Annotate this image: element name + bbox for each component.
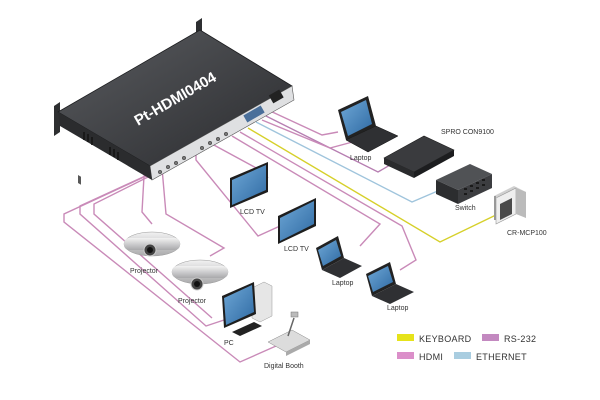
device-spro-con9100: SPRO CON9100 (383, 129, 494, 178)
device-digital-booth: Digital Booth (264, 311, 311, 370)
device-lcd-tv-2-label: LCD TV (284, 246, 309, 253)
device-digital-booth-label: Digital Booth (264, 363, 304, 370)
device-projector-2-label: Projector (178, 298, 207, 305)
main-device-pt-hdmi0404: Pt-HDMI0404 (54, 18, 295, 185)
device-laptop-2: Laptop (316, 236, 362, 287)
legend-item-keyboard: KEYBOARD (397, 334, 472, 344)
cable-hdmi-digital-booth (63, 163, 277, 363)
device-projector-1-label: Projector (130, 268, 159, 275)
legend-label-keyboard: KEYBOARD (419, 334, 472, 344)
device-laptop-1: Laptop (338, 96, 399, 162)
cable-keyboard-cr-mcp100 (247, 127, 499, 243)
device-laptop-3-label: Laptop (387, 305, 409, 312)
legend-swatch-ethernet (454, 352, 471, 359)
device-spro-con9100-label: SPRO CON9100 (441, 129, 494, 136)
legend-swatch-keyboard (397, 334, 414, 341)
legend-label-ethernet: ETHERNET (476, 352, 527, 362)
legend-label-hdmi: HDMI (419, 352, 443, 362)
legend-label-rs232: RS-232 (504, 334, 536, 344)
legend-item-ethernet: ETHERNET (454, 352, 527, 362)
device-projector-2: Projector (171, 259, 229, 305)
legend-item-rs232: RS-232 (482, 334, 536, 344)
cable-hdmi-laptop-3 (239, 131, 417, 271)
device-pc: PC (222, 281, 273, 347)
device-cr-mcp100-label: CR-MCP100 (507, 230, 547, 237)
device-lcd-tv-1-label: LCD TV (240, 209, 265, 216)
device-switch-label: Switch (455, 205, 476, 212)
device-switch: Switch (436, 164, 492, 212)
cable-ethernet-switch (255, 121, 441, 203)
device-laptop-3: Laptop (366, 262, 414, 312)
device-laptop-1-label: Laptop (350, 155, 372, 162)
device-lcd-tv-2: LCD TV (278, 198, 316, 253)
legend-item-hdmi: HDMI (397, 352, 443, 362)
legend: KEYBOARD RS-232 HDMI ETHERNET (397, 334, 536, 362)
device-laptop-2-label: Laptop (332, 280, 354, 287)
legend-swatch-rs232 (482, 334, 499, 341)
legend-swatch-hdmi (397, 352, 414, 359)
cable-hdmi-laptop-1b (261, 119, 361, 149)
cable-hdmi-laptop-2 (231, 135, 382, 247)
cable-hdmi-pc-return (93, 157, 213, 319)
device-cr-mcp100: CR-MCP100 (494, 186, 547, 237)
device-lcd-tv-1: LCD TV (230, 162, 268, 216)
device-projector-1: Projector (123, 231, 181, 275)
device-pc-label: PC (224, 340, 234, 347)
cable-hdmi-laptop-1 (267, 109, 339, 136)
